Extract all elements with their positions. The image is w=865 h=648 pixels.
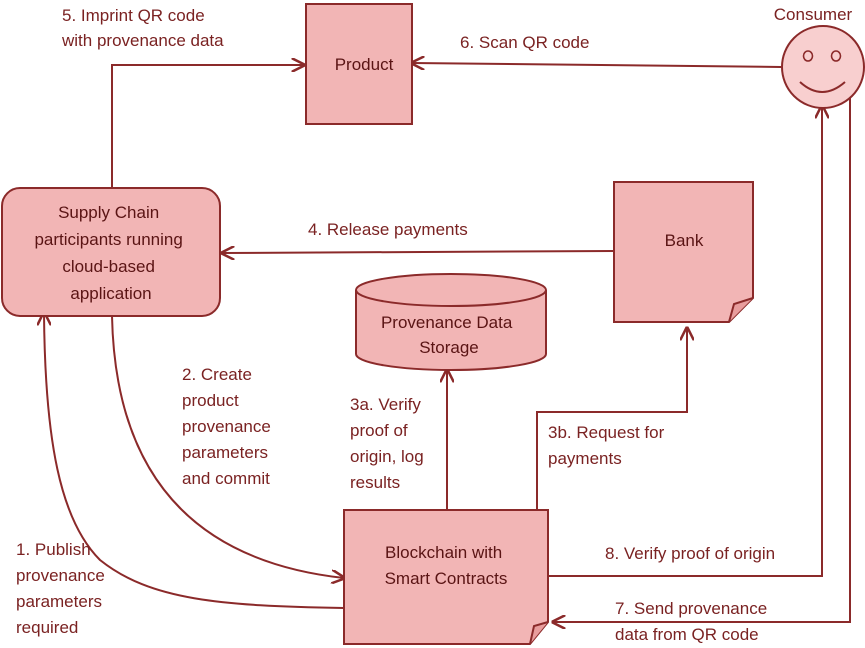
storage-label: Provenance Data Storage bbox=[381, 313, 517, 357]
label-imprint-qr: 5. Imprint QR code with provenance data bbox=[61, 6, 224, 50]
bank-fold bbox=[728, 297, 754, 323]
product-box bbox=[305, 3, 413, 125]
supply-chain-box bbox=[1, 187, 221, 317]
supply-chain-label: Supply Chain participants running cloud-… bbox=[34, 203, 187, 303]
label-create-parameters: 2. Create product provenance parameters … bbox=[182, 365, 276, 488]
edge-create-parameters bbox=[111, 315, 344, 578]
consumer-smiley-icon bbox=[781, 25, 865, 109]
blockchain-fold bbox=[529, 621, 549, 645]
product-label: Product bbox=[335, 55, 394, 74]
edge-imprint-qr bbox=[111, 65, 304, 188]
label-verify-log: 3a. Verify proof of origin, log results bbox=[350, 395, 428, 492]
bank-box bbox=[613, 181, 754, 323]
edge-send-data bbox=[553, 88, 851, 622]
label-publish-parameters: 1. Publish provenance parameters require… bbox=[16, 540, 110, 637]
label-send-data: 7. Send provenance data from QR code bbox=[615, 599, 772, 644]
label-scan-qr: 6. Scan QR code bbox=[460, 33, 589, 52]
bank-label: Bank bbox=[665, 231, 704, 250]
label-release-payments: 4. Release payments bbox=[308, 220, 468, 239]
edge-verify-origin bbox=[548, 106, 822, 577]
edge-release-payments bbox=[222, 251, 615, 253]
storage-cylinder-top bbox=[355, 273, 547, 307]
blockchain-label: Blockchain with Smart Contracts bbox=[385, 543, 508, 588]
storage-cylinder bbox=[355, 290, 547, 371]
label-verify-origin: 8. Verify proof of origin bbox=[605, 544, 775, 563]
edge-scan-qr bbox=[412, 63, 782, 67]
consumer-label: Consumer bbox=[774, 5, 853, 24]
label-request-payments: 3b. Request for payments bbox=[548, 423, 669, 468]
edge-request-payments bbox=[536, 328, 687, 510]
edge-publish-parameters bbox=[44, 313, 345, 609]
